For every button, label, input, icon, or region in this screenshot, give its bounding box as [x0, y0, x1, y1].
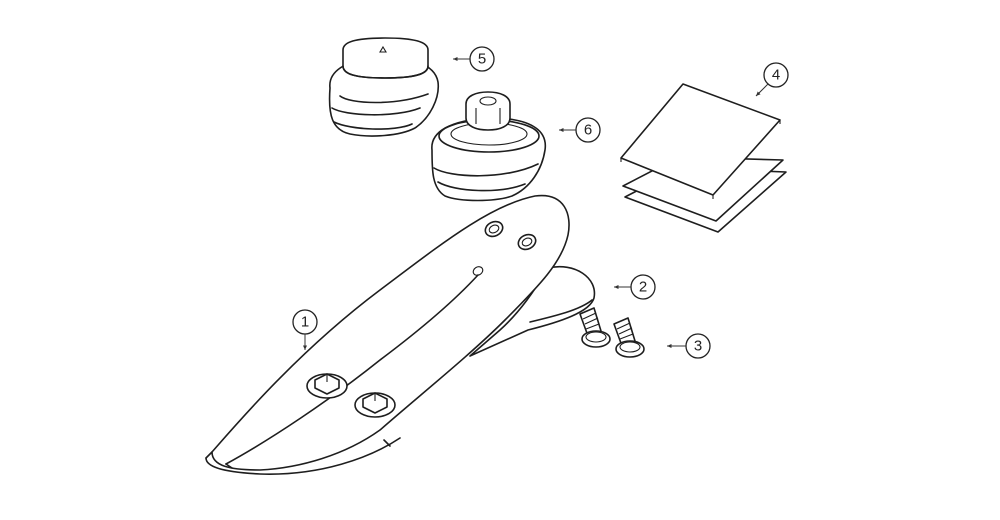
part-5-heel-cushion — [328, 37, 440, 137]
callout-2-label: 2 — [639, 279, 647, 296]
part-2-lower-plate — [469, 265, 596, 357]
callout-3-label: 3 — [694, 338, 702, 355]
callout-1-label: 1 — [301, 314, 309, 331]
callout-1: 1 — [292, 309, 318, 350]
part-1-foot-plate — [205, 194, 570, 475]
callout-4-label: 4 — [772, 67, 780, 84]
part-6-adapter-cushion — [431, 91, 547, 202]
part-3-bolts — [579, 307, 645, 358]
callout-5-label: 5 — [478, 51, 486, 68]
callout-6: 6 — [559, 117, 601, 143]
callout-2: 2 — [614, 274, 656, 300]
callout-4: 4 — [755, 62, 789, 97]
part-4-shim-sheets — [620, 83, 787, 233]
callout-6-label: 6 — [584, 122, 592, 139]
callout-5: 5 — [453, 46, 495, 72]
callout-3: 3 — [667, 333, 711, 359]
